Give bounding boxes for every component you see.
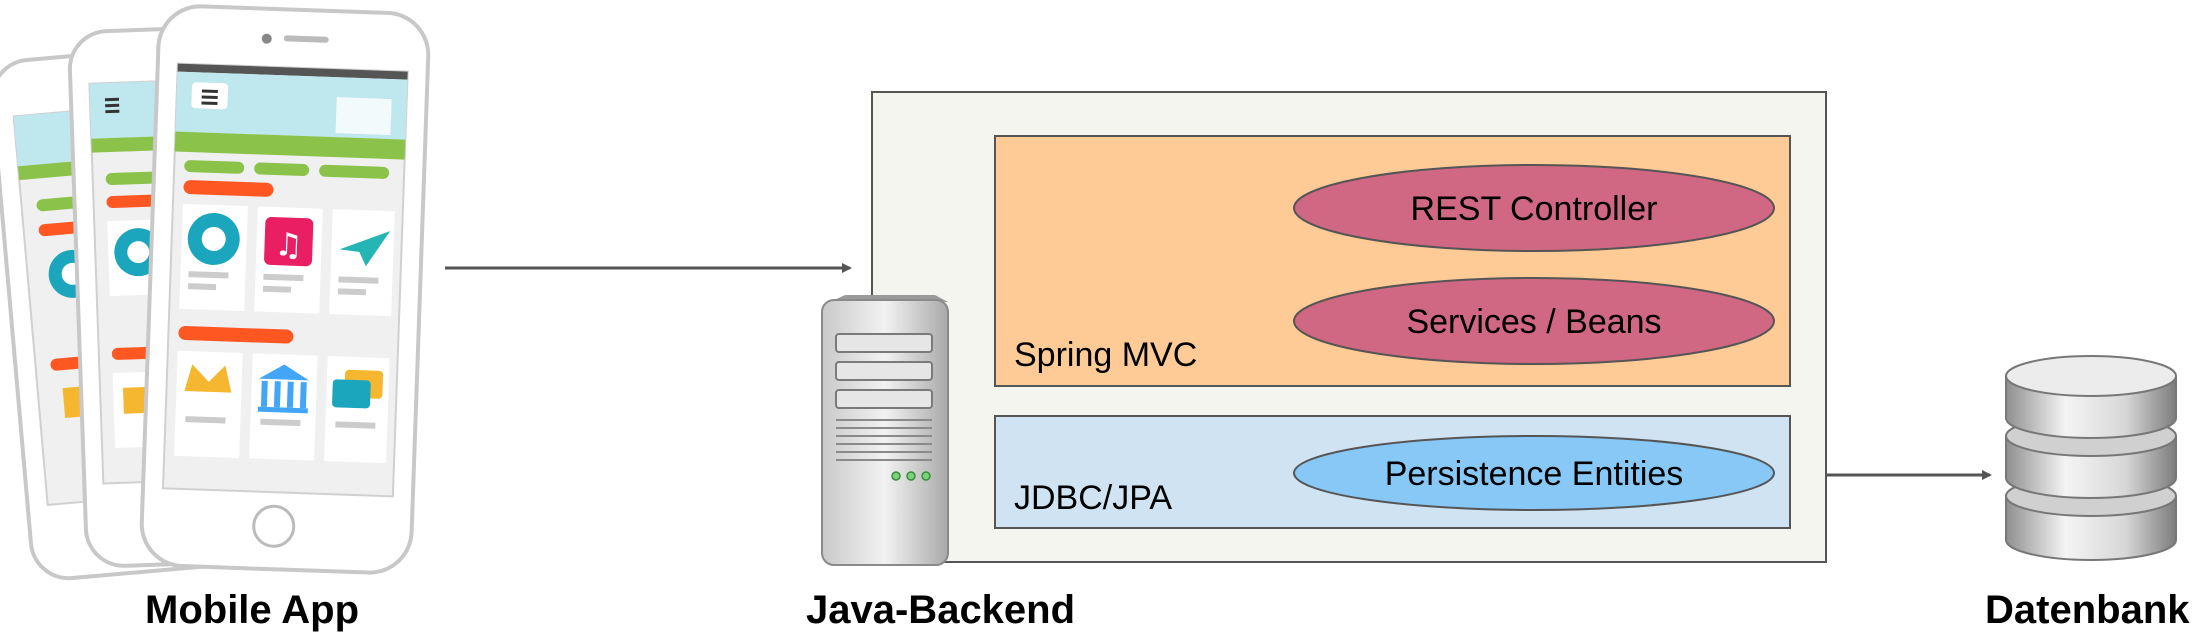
smartphone-icon: ♫ [0,4,431,581]
database-icon [2005,355,2177,561]
rest-controller-label: REST Controller [1411,190,1658,228]
spring-mvc-label: Spring MVC [1014,336,1197,374]
svg-text:♫: ♫ [274,225,304,264]
jdbc-jpa-label: JDBC/JPA [1014,479,1172,517]
server-tower-icon [821,295,949,566]
services-beans-label: Services / Beans [1406,303,1661,341]
jdbc-jpa-box: JDBC/JPA Persistence Entities [994,415,1791,529]
java-backend-caption: Java-Backend [806,588,1076,632]
persistence-entities-label: Persistence Entities [1385,455,1684,493]
spring-mvc-box: Spring MVC REST Controller Services / Be… [994,135,1791,387]
mobile-app-caption: Mobile App [145,588,360,632]
datenbank-caption: Datenbank [1985,588,2190,632]
